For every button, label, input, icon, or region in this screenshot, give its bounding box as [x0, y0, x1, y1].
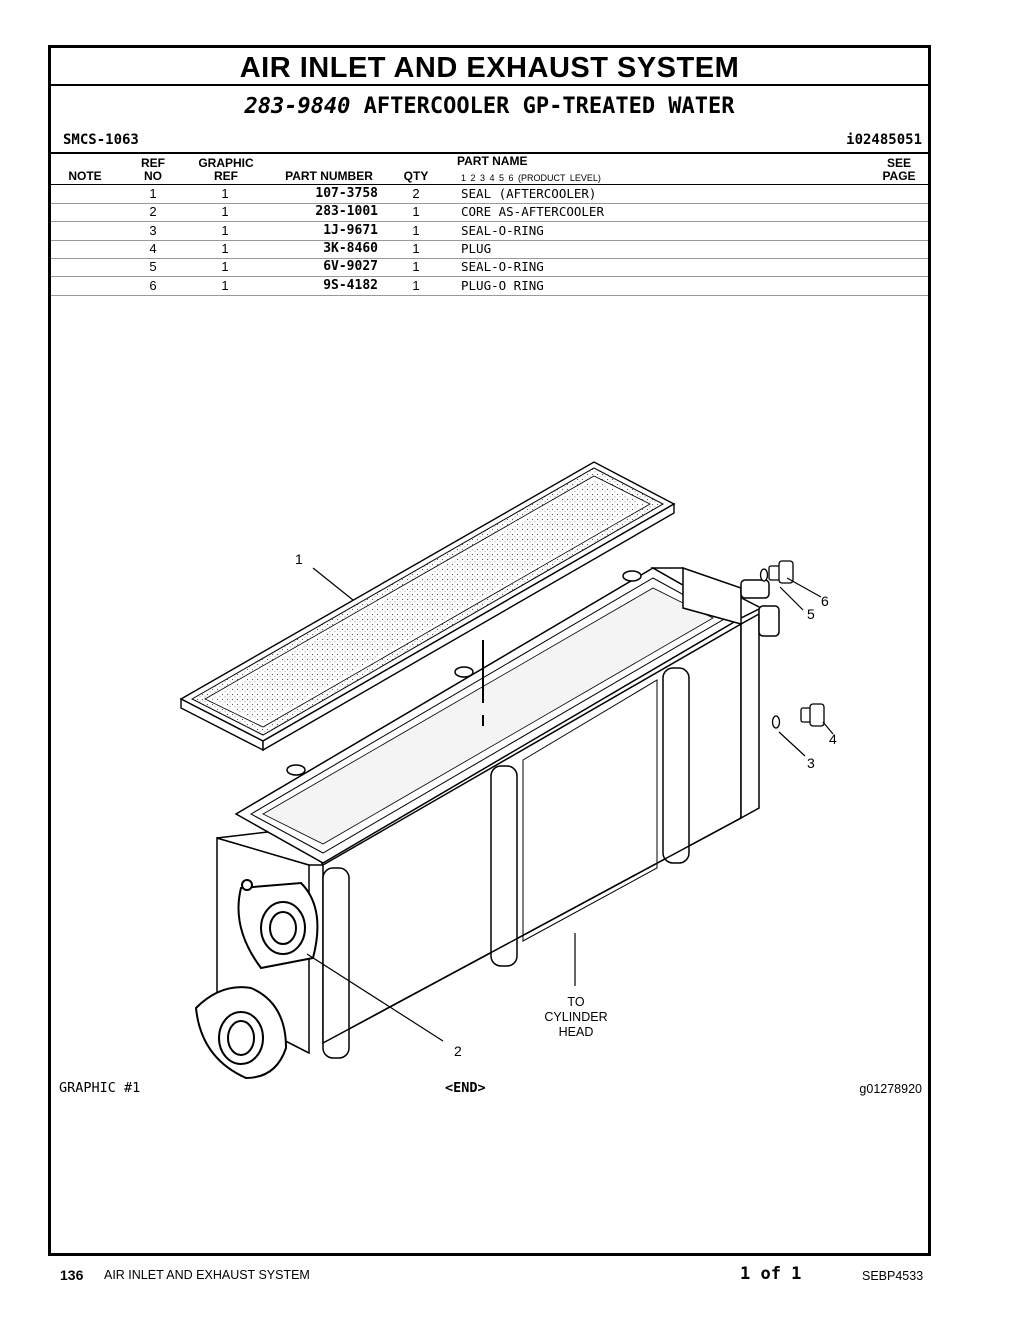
part-number-cell: 107-3758: [315, 186, 378, 201]
document-id: i02485051: [846, 132, 922, 148]
title-divider: [51, 84, 928, 86]
plug-part-6: [768, 560, 825, 727]
callout-6: 6: [821, 593, 829, 609]
part-name-cell: CORE AS-AFTERCOOLER: [461, 204, 604, 220]
assembly-number: 283-9840: [244, 94, 351, 119]
graphic-ref-cell: 1: [221, 259, 229, 275]
leader-lines: [306, 567, 834, 1042]
graphic-ref-cell: 1: [221, 186, 229, 201]
drawing-note-line1: TO: [567, 995, 584, 1009]
col-graphic-ref-line1: GRAPHIC: [198, 156, 254, 170]
qty-cell: 1: [412, 259, 420, 275]
table-row: 1 1 107-3758 2 SEAL (AFTERCOOLER): [51, 185, 928, 204]
part-number-cell: 9S-4182: [323, 277, 378, 293]
col-part-number: PART NUMBER: [285, 169, 373, 183]
part-number-cell: 283-1001: [315, 204, 378, 220]
qty-cell: 1: [412, 204, 420, 220]
page-title: AIR INLET AND EXHAUST SYSTEM: [239, 52, 740, 84]
smcs-code: SMCS-1063: [63, 132, 139, 148]
part-name-cell: PLUG: [461, 240, 492, 256]
aftercooler-seal-part: [179, 461, 676, 752]
table-row: 2 1 283-1001 1 CORE AS-AFTERCOOLER: [51, 203, 928, 223]
graphic-id: g01278920: [859, 1082, 922, 1096]
qty-cell: 2: [412, 186, 420, 201]
col-ref-no-line2: NO: [144, 169, 162, 183]
table-row: 6 1 9S-4182 1 PLUG-O RING: [51, 277, 928, 296]
col-graphic-ref-line2: REF: [214, 169, 238, 183]
ref-no-cell: 3: [149, 222, 157, 238]
qty-cell: 1: [412, 222, 420, 238]
table-row: 4 1 3K-8460 1 PLUG: [51, 240, 928, 259]
drawing-note: TO CYLINDER HEAD: [544, 995, 607, 1039]
footer-page-number: 136: [60, 1267, 84, 1283]
callout-4: 4: [829, 731, 837, 747]
table-row: 3 1 1J-9671 1 SEAL-O-RING: [51, 222, 928, 241]
col-graphic-ref: GRAPHIC REF: [191, 157, 261, 183]
header-divider: [51, 152, 928, 154]
col-see-page-line2: PAGE: [882, 169, 916, 183]
assembly-name: AFTERCOOLER GP-TREATED WATER: [363, 94, 735, 119]
col-ref-no-line1: REF: [141, 156, 165, 170]
aftercooler-core-part: [194, 566, 780, 1080]
callout-labels: 1 2 3 4 5 6: [295, 551, 837, 1059]
table-row: 5 1 6V-9027 1 SEAL-O-RING: [51, 258, 928, 278]
footer-page-of: 1 of 1: [740, 1264, 802, 1284]
graphic-ref-cell: 1: [221, 222, 229, 238]
product-levels: 1 2 3 4 5 6 (PRODUCT LEVEL): [461, 173, 601, 183]
callout-3: 3: [807, 755, 815, 771]
table-header-divider: [51, 184, 928, 185]
col-part-name: PART NAME: [457, 154, 528, 168]
o-ring-seal-part-5: [759, 568, 781, 729]
ref-no-cell: 6: [149, 277, 157, 293]
col-see-page: SEE PAGE: [877, 157, 921, 183]
part-name-cell: SEAL-O-RING: [461, 222, 544, 238]
col-qty: QTY: [403, 169, 429, 183]
drawing-note-line3: HEAD: [559, 1025, 594, 1039]
ref-no-cell: 1: [149, 186, 157, 201]
part-number-cell: 3K-8460: [323, 240, 378, 256]
callout-1: 1: [295, 551, 303, 567]
graphic-label: GRAPHIC #1: [59, 1080, 141, 1096]
assembly-heading: 283-9840 AFTERCOOLER GP-TREATED WATER: [51, 94, 928, 119]
col-note: NOTE: [68, 169, 102, 183]
page-frame: AIR INLET AND EXHAUST SYSTEM 283-9840 AF…: [48, 45, 931, 1256]
col-ref-no: REF NO: [133, 157, 173, 183]
part-name-cell: PLUG-O RING: [461, 277, 544, 293]
callout-5: 5: [807, 606, 815, 622]
ref-no-cell: 5: [149, 259, 157, 275]
col-see-page-line1: SEE: [886, 156, 911, 170]
end-marker: <END>: [445, 1080, 486, 1096]
ref-no-cell: 4: [149, 240, 157, 256]
exploded-view-drawing: 1 2 3 4 5 6 TO CYLINDER HEAD: [179, 461, 837, 1080]
ref-no-cell: 2: [149, 204, 157, 220]
footer-doc-number: SEBP4533: [862, 1269, 924, 1283]
part-name-cell: SEAL-O-RING: [461, 259, 544, 275]
part-number-cell: 1J-9671: [323, 222, 378, 238]
footer-section: AIR INLET AND EXHAUST SYSTEM: [104, 1268, 310, 1282]
qty-cell: 1: [412, 277, 420, 293]
callout-2: 2: [454, 1043, 462, 1059]
drawing-note-line2: CYLINDER: [544, 1010, 607, 1024]
graphic-ref-cell: 1: [221, 277, 229, 293]
part-name-cell: SEAL (AFTERCOOLER): [461, 186, 597, 201]
graphic-ref-cell: 1: [221, 204, 229, 220]
qty-cell: 1: [412, 240, 420, 256]
part-number-cell: 6V-9027: [323, 259, 378, 275]
graphic-ref-cell: 1: [221, 240, 229, 256]
